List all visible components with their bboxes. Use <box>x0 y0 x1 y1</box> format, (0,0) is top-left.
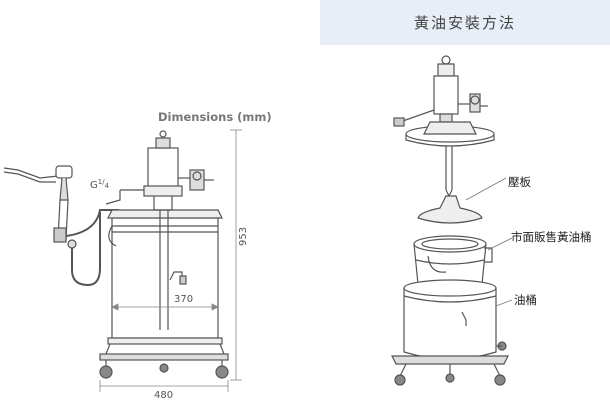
height-dimension-label: 953 <box>238 227 249 246</box>
commercial-bucket-label: 市面販售黃油桶 <box>511 230 592 244</box>
dimension-drawing: Dimensions (mm) G1/4 953 370 480 <box>3 110 272 400</box>
follower-plate <box>417 195 483 224</box>
pump-cylinder <box>147 147 179 191</box>
gun-nozzle <box>3 167 59 179</box>
hose <box>65 209 121 237</box>
gun-head <box>55 165 73 179</box>
dimensions-heading: Dimensions (mm) <box>158 110 272 124</box>
fitting-label: G1/4 <box>90 178 110 191</box>
oil-drum <box>403 279 497 297</box>
oil-bucket-label: 油桶 <box>514 293 537 307</box>
install-drawing: 壓板 市面販售黃油桶 油桶 <box>391 55 592 386</box>
title-bar: 黃油安裝方法 <box>320 0 610 45</box>
inner-width-label: 370 <box>174 294 193 305</box>
base-width-label: 480 <box>154 390 173 400</box>
pump-top <box>437 63 455 77</box>
bucket <box>111 217 219 339</box>
page-title: 黃油安裝方法 <box>413 14 516 32</box>
plate-label: 壓板 <box>508 175 531 189</box>
